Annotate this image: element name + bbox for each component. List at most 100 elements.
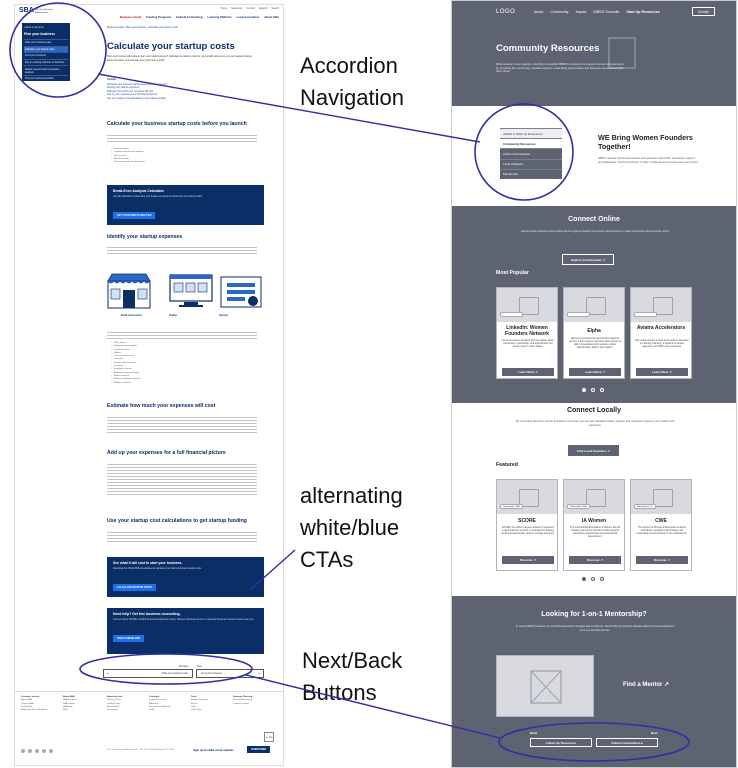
youtube-icon[interactable]: [42, 749, 46, 753]
back-to-topics-link[interactable]: ◂ Back to all topics: [24, 26, 44, 29]
nav-item[interactable]: Funding Programs: [146, 15, 172, 19]
local-group-card: Washington, DC CWE The Center for Women …: [630, 479, 692, 571]
nav-item[interactable]: Business Guide: [120, 15, 142, 19]
discover-button[interactable]: Discover ↗: [636, 556, 688, 564]
cta-button[interactable]: FIND COUNSELORS: [113, 635, 145, 642]
footer-link[interactable]: Disaster Assistance: [233, 699, 253, 702]
nav-item[interactable]: Federal Contracting: [176, 15, 203, 19]
util-link[interactable]: Contact: [246, 7, 255, 10]
cta-heading: Break-Even Analysis Calculator: [113, 189, 164, 193]
footer-link[interactable]: SBA careers: [63, 702, 76, 705]
bullet-item: Insurance: [111, 358, 181, 361]
footer-link[interactable]: Media and Press Relations: [21, 709, 48, 712]
footer-link[interactable]: FOIA: [149, 709, 155, 712]
side-nav-item[interactable]: Fund your business: [24, 52, 68, 59]
carousel-dot-active[interactable]: [582, 577, 586, 581]
wire-nav-item[interactable]: WBSO Summits: [593, 10, 620, 14]
footer-link[interactable]: Forms: [191, 702, 198, 705]
instagram-icon[interactable]: [49, 749, 53, 753]
footer-link[interactable]: About SBA: [21, 699, 32, 702]
footer-column: About this site Privacy Policy Linking P…: [107, 696, 143, 712]
footer-link[interactable]: Inspector General: [149, 699, 167, 702]
wire-nav-item[interactable]: About: [534, 10, 544, 14]
footer-link[interactable]: Blog: [63, 709, 68, 712]
footer-link[interactable]: Contact SBA: [21, 702, 34, 705]
linkedin-icon[interactable]: [35, 749, 39, 753]
footer-link[interactable]: Advocacy: [149, 702, 159, 705]
footer-link[interactable]: Learning Center: [233, 702, 249, 705]
brick-and-mortar-illustration: [107, 273, 151, 309]
next-button[interactable]: Fund your business ▸: [196, 669, 264, 678]
body-text-lines: [107, 462, 257, 497]
carousel-dot[interactable]: [591, 388, 595, 392]
learn-more-button[interactable]: Learn More ↗: [569, 368, 621, 376]
wire-nav-item-active[interactable]: Start Up Resources: [626, 10, 660, 14]
back-button[interactable]: ◂ Start Up Resources: [530, 738, 592, 747]
discover-button[interactable]: Discover ↗: [569, 556, 621, 564]
card-body: Connects women founders with the capital…: [501, 339, 555, 349]
nav-item[interactable]: Local Assistance: [236, 15, 260, 19]
footer-link[interactable]: Tools: [191, 705, 197, 708]
carousel-dot[interactable]: [600, 577, 604, 581]
util-link[interactable]: Newsroom: [231, 7, 243, 10]
wire-logo[interactable]: LOGO: [496, 9, 516, 15]
side-nav-item[interactable]: Market research and competitive analysis: [24, 65, 68, 75]
cta-button[interactable]: CALCULATE STARTUP COSTS: [113, 584, 157, 591]
footer-link[interactable]: Hearings and Appeals: [149, 705, 171, 708]
wire-back-link[interactable]: ◂ Back to Start Up Resources: [500, 128, 562, 139]
wire-side-item[interactable]: Mentorship: [500, 168, 562, 179]
side-nav-item[interactable]: Write your business plan: [24, 39, 68, 46]
footer-link[interactable]: SBA team: [63, 705, 73, 708]
explore-communities-button[interactable]: Explore Communities ↗: [562, 254, 615, 265]
wire-nav-item[interactable]: Community: [550, 10, 569, 14]
side-nav-item-active[interactable]: Calculate your startup costs: [24, 45, 68, 53]
sba-logo[interactable]: SBA: [19, 7, 34, 14]
util-link[interactable]: Español: [258, 7, 268, 10]
next-button[interactable]: Online Communities ▸: [596, 738, 658, 747]
wire-side-item[interactable]: Local Chapters: [500, 158, 562, 169]
footer-link[interactable]: Open Data: [191, 709, 202, 712]
local-group-card: Nationwide, USA SCORE SCORE, the nation'…: [496, 479, 558, 571]
wire-nav-item-active[interactable]: Community Resources: [500, 138, 562, 149]
breadcrumb[interactable]: Business Guide › Plan your business › Ca…: [107, 26, 178, 29]
carousel-dots: [582, 577, 604, 581]
callout-line: white/blue: [300, 515, 400, 540]
util-link[interactable]: Search: [271, 7, 279, 10]
wire-side-item[interactable]: Online Communities: [500, 148, 562, 158]
carousel-dot[interactable]: [591, 577, 595, 581]
side-nav-item[interactable]: Pick your business location: [24, 74, 68, 82]
nav-item[interactable]: Learning Platform: [207, 15, 232, 19]
page-title: Calculate your startup costs: [107, 41, 235, 52]
card-tag: Washington, DC: [634, 504, 656, 510]
footer-link[interactable]: Accessibility: [107, 705, 119, 708]
footer-link[interactable]: En Español: [21, 705, 33, 708]
side-nav-title[interactable]: Plan your business: [24, 32, 56, 36]
bullet-item: Save money with tax deductions: [111, 161, 181, 164]
side-nav-item[interactable]: Buy an existing business or franchise: [24, 58, 68, 66]
footer-link[interactable]: Privacy Policy: [107, 699, 121, 702]
carousel-dot[interactable]: [600, 388, 604, 392]
footer-link[interactable]: Linking Policy: [107, 702, 121, 705]
back-to-top-button[interactable]: ▲ Top: [264, 732, 274, 742]
find-local-founders-button[interactable]: Find Local Founders ↗: [568, 445, 619, 456]
carousel-dot-active[interactable]: [582, 388, 586, 392]
previous-button[interactable]: ◂ Write your business plan: [103, 669, 193, 678]
online-store-illustration: [169, 274, 213, 307]
contents-link[interactable]: Use your startup cost calculations to ge…: [107, 96, 166, 100]
cta-heading: See what it will cost to start your busi…: [113, 561, 183, 565]
footer-link[interactable]: SBA locations: [63, 699, 77, 702]
discover-button[interactable]: Discover ↗: [502, 556, 554, 564]
learn-more-button[interactable]: Learn More ↗: [502, 368, 554, 376]
find-a-mentor-link[interactable]: Find a Mentor ↗: [623, 682, 670, 688]
util-link[interactable]: Home: [220, 7, 228, 10]
donate-button[interactable]: Donate: [692, 7, 715, 16]
footer-link[interactable]: Disclaimers: [107, 709, 119, 712]
facebook-icon[interactable]: [21, 749, 25, 753]
cta-button[interactable]: GET YOUR PROFIT ANALYSIS: [113, 212, 156, 219]
wire-nav-item[interactable]: Impact: [575, 10, 587, 14]
footer-link[interactable]: Budget, Finances: [191, 699, 209, 702]
subscribe-button[interactable]: SUBSCRIBE: [247, 746, 271, 753]
learn-more-button[interactable]: Learn More ↗: [636, 368, 688, 376]
nav-item[interactable]: About SBA: [264, 15, 279, 19]
twitter-icon[interactable]: [28, 749, 32, 753]
